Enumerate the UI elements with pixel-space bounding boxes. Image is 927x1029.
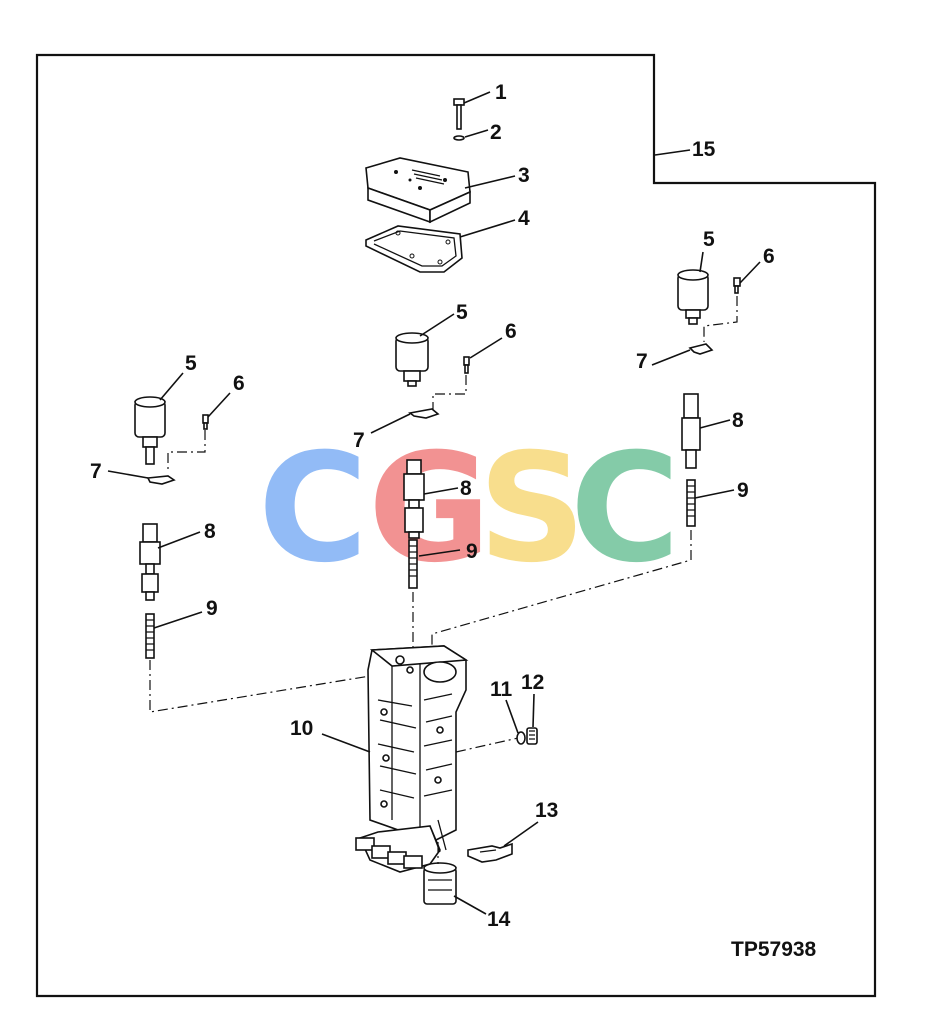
watermark-letter-2: G xyxy=(368,422,491,596)
watermark-letter-3: S xyxy=(478,422,586,596)
callout-8-left: 8 xyxy=(204,520,216,543)
solenoid-group-right xyxy=(431,251,761,670)
callout-3: 3 xyxy=(518,164,530,187)
callout-9-left: 9 xyxy=(206,597,218,620)
callout-8-center: 8 xyxy=(460,477,472,500)
callout-5-left: 5 xyxy=(185,352,197,375)
watermark: C G S C xyxy=(258,422,680,596)
callout-7-left: 7 xyxy=(90,460,102,483)
callout-6-right: 6 xyxy=(763,245,775,268)
callout-1: 1 xyxy=(495,81,507,104)
part-washer xyxy=(453,129,489,141)
callout-2: 2 xyxy=(490,121,502,144)
leader-15 xyxy=(654,149,691,156)
callout-12: 12 xyxy=(521,671,544,694)
callout-6-left: 6 xyxy=(233,372,245,395)
callout-15: 15 xyxy=(692,138,716,161)
callout-14: 14 xyxy=(487,908,511,931)
figure-code: TP57938 xyxy=(731,938,817,961)
part-cover xyxy=(365,157,516,224)
part-valve-body xyxy=(321,645,519,843)
callout-8-right: 8 xyxy=(732,409,744,432)
part-wiring-harness xyxy=(355,819,487,915)
callout-9-center: 9 xyxy=(466,540,478,563)
part-seal-and-plug xyxy=(505,693,538,745)
callout-10: 10 xyxy=(290,717,313,740)
callout-7-right: 7 xyxy=(636,350,648,373)
callout-7-center: 7 xyxy=(353,429,365,452)
callout-5-center: 5 xyxy=(456,301,468,324)
callout-5-right: 5 xyxy=(703,228,715,251)
callout-4: 4 xyxy=(518,207,530,230)
part-bolt xyxy=(453,91,491,130)
callout-9-right: 9 xyxy=(737,479,749,502)
diagram-frame xyxy=(35,53,877,998)
part-clip xyxy=(467,821,539,863)
solenoid-group-left xyxy=(107,372,371,713)
callout-6-center: 6 xyxy=(505,320,517,343)
callout-11: 11 xyxy=(490,678,513,701)
solenoid-group-center xyxy=(370,313,503,650)
part-gasket xyxy=(365,219,516,273)
watermark-letter-1: C xyxy=(258,422,368,596)
callout-13: 13 xyxy=(535,799,558,822)
watermark-letter-4: C xyxy=(570,422,680,596)
